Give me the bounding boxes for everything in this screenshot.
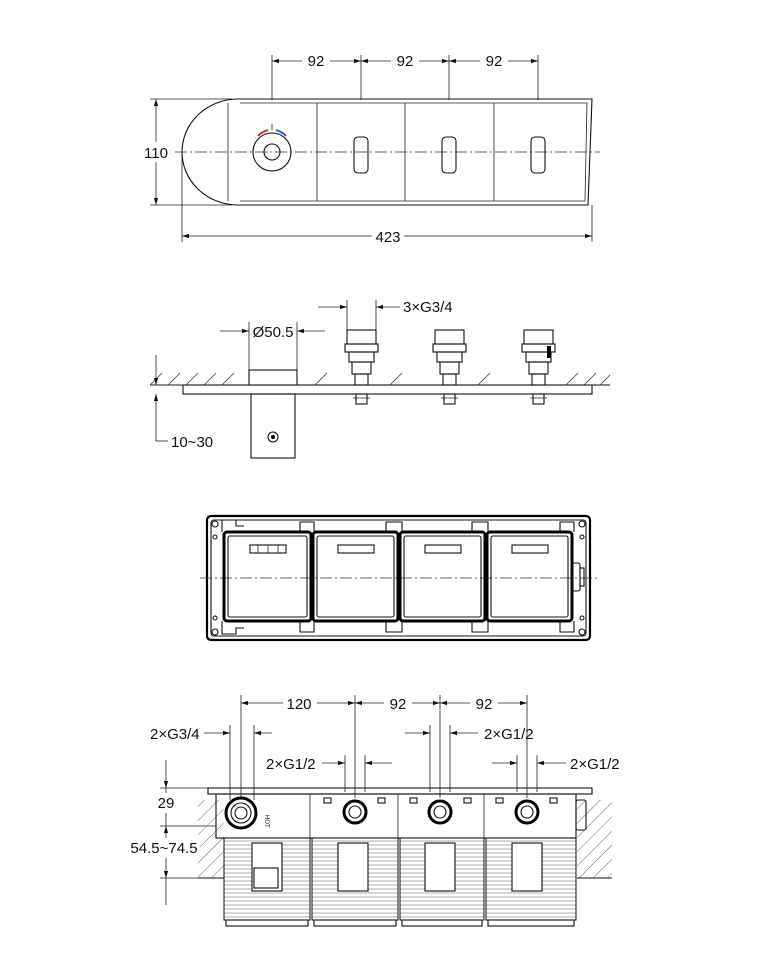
rear-port-thread-2-label: 2×G1/2 bbox=[484, 726, 534, 743]
thermostat-knob bbox=[252, 132, 292, 172]
frame-view bbox=[200, 514, 598, 642]
frame-module-3 bbox=[485, 530, 574, 623]
top-height-label: 110 bbox=[144, 145, 168, 162]
side-view: 3×G3/4 Ø50.5 bbox=[149, 299, 611, 459]
rear-spacing-3-label: 92 bbox=[476, 696, 493, 713]
frame-clips bbox=[221, 519, 575, 635]
side-faceplate bbox=[182, 384, 593, 395]
rear-depth-label: 54.5~74.5 bbox=[130, 840, 197, 857]
top-spacing-1-label: 92 bbox=[308, 53, 325, 70]
rear-inlet-thread-label: 2×G3/4 bbox=[150, 726, 200, 743]
side-cartridge-1 bbox=[344, 329, 379, 405]
frame-module-2 bbox=[398, 530, 487, 623]
wall-hatch-left bbox=[198, 800, 224, 878]
top-spacing-2-label: 92 bbox=[397, 53, 414, 70]
rear-view: 120 92 92 2×G3/4 2×G1/2 2×G1/2 2×G1/2 bbox=[128, 693, 620, 927]
rear-spacing-2-label: 92 bbox=[390, 696, 407, 713]
side-knob-body bbox=[250, 393, 296, 459]
rear-inlet-port bbox=[224, 796, 258, 830]
rear-outlet-port-1 bbox=[323, 797, 386, 825]
wall-hatch-right bbox=[577, 800, 612, 878]
rear-hot-mark: HOT bbox=[263, 815, 269, 828]
faceplate-outline bbox=[181, 98, 593, 206]
rear-faceplate bbox=[207, 787, 593, 795]
top-spacing-3-label: 92 bbox=[486, 53, 503, 70]
frame-module-1 bbox=[311, 530, 400, 623]
side-cartridge-2 bbox=[432, 329, 467, 405]
flow-button-1 bbox=[353, 136, 369, 174]
top-overall-width-label: 423 bbox=[375, 229, 400, 246]
frame-holes bbox=[211, 520, 586, 636]
rear-port-thread-1-label: 2×G1/2 bbox=[266, 756, 316, 773]
rear-top-offset-label: 29 bbox=[158, 795, 175, 812]
flow-button-2 bbox=[441, 136, 457, 174]
side-depth-label: 10~30 bbox=[171, 434, 213, 451]
frame-module-mixer bbox=[222, 530, 313, 623]
side-cartridge-3 bbox=[521, 329, 556, 405]
side-outlets-label: 3×G3/4 bbox=[403, 299, 453, 316]
rear-outlet-port-3 bbox=[495, 797, 558, 825]
side-knob-diameter-label: Ø50.5 bbox=[253, 324, 294, 341]
rear-spacing-1-label: 120 bbox=[286, 696, 311, 713]
top-view: 92 92 92 110 423 bbox=[141, 51, 600, 246]
rear-lower-bodies bbox=[223, 837, 577, 927]
flow-button-3 bbox=[530, 136, 546, 174]
side-knob-cap bbox=[248, 369, 298, 386]
rear-outlet-port-2 bbox=[409, 797, 472, 825]
rear-port-thread-3-label: 2×G1/2 bbox=[570, 756, 620, 773]
